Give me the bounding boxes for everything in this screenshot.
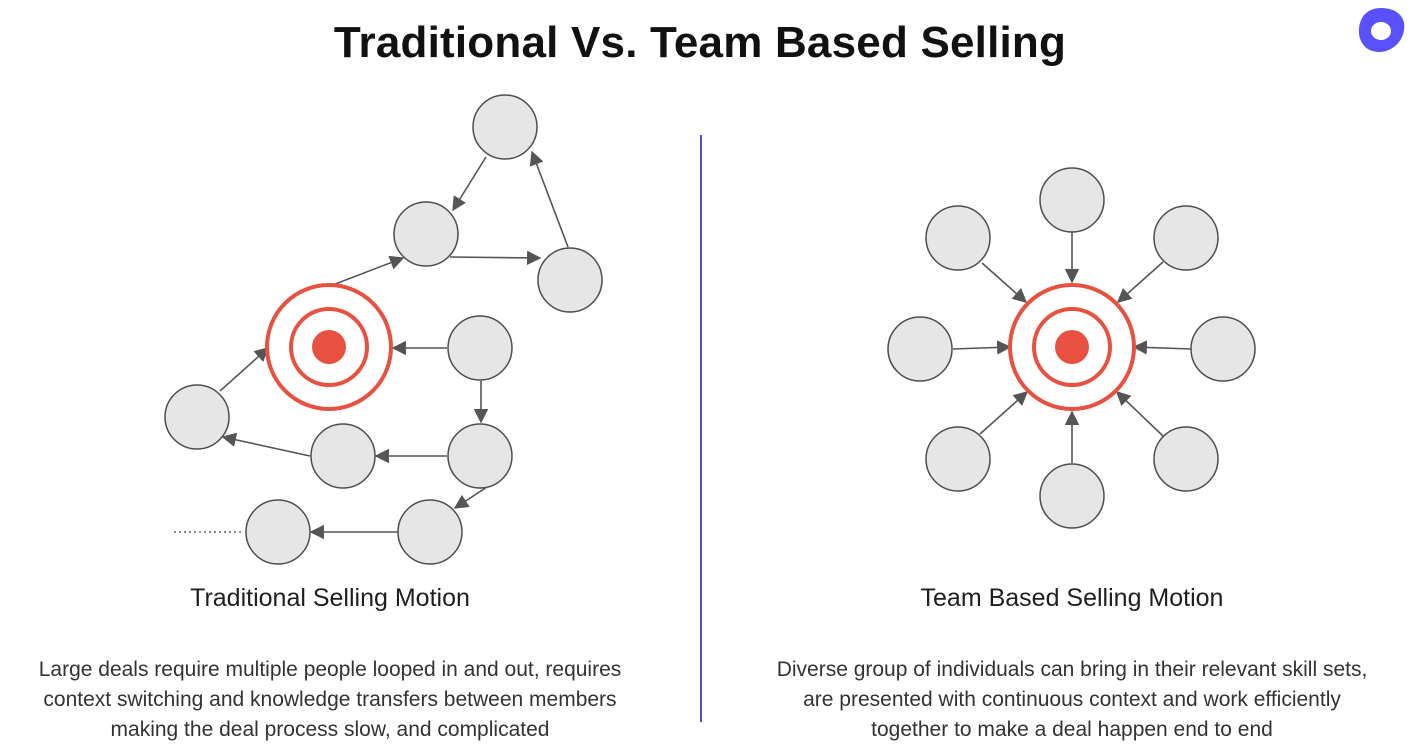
arrow: [1116, 261, 1164, 303]
person-node: [537, 247, 603, 313]
person-node: [1039, 167, 1105, 233]
person-node: [397, 499, 463, 565]
arrow: [981, 262, 1028, 303]
traditional-subtitle: Traditional Selling Motion: [190, 584, 470, 612]
person-node: [393, 201, 459, 267]
team-based-diagram: [887, 167, 1256, 529]
arrow: [219, 347, 270, 392]
description-line: context switching and knowledge transfer…: [43, 688, 617, 711]
description-line: Diverse group of individuals can bring i…: [776, 658, 1368, 681]
arrow: [452, 156, 487, 212]
person-node: [310, 423, 376, 489]
traditional-description: Large deals require multiple people loop…: [0, 655, 660, 745]
description-line: are presented with continuous context an…: [803, 688, 1341, 711]
arrow: [979, 391, 1029, 435]
person-node: [1190, 316, 1256, 382]
arrow: [952, 340, 1012, 355]
person-node: [472, 94, 538, 160]
description-line: Large deals require multiple people loop…: [38, 658, 622, 681]
team-based-description: Diverse group of individuals can bring i…: [732, 655, 1410, 745]
arrow: [1132, 340, 1192, 355]
traditional-diagram: [164, 94, 603, 565]
person-node: [1039, 463, 1105, 529]
person-node: [447, 423, 513, 489]
arrow: [453, 486, 488, 509]
person-node: [925, 205, 991, 271]
target-bullseye: [1055, 330, 1089, 364]
description-line: making the deal process slow, and compli…: [110, 718, 550, 741]
arrow: [529, 150, 569, 248]
person-node: [925, 426, 991, 492]
team-based-subtitle: Team Based Selling Motion: [920, 584, 1224, 612]
person-node: [1153, 205, 1219, 271]
target-bullseye: [312, 330, 346, 364]
person-node: [887, 316, 953, 382]
description-line: together to make a deal happen end to en…: [871, 718, 1273, 741]
outreach-logo-icon: [1358, 8, 1405, 52]
person-node: [1153, 426, 1219, 492]
person-node: [447, 315, 513, 381]
person-node: [245, 499, 311, 565]
arrow: [449, 250, 542, 266]
arrow: [1115, 391, 1164, 437]
page-title: Traditional Vs. Team Based Selling: [333, 18, 1067, 67]
arrow: [221, 432, 311, 457]
person-node: [164, 384, 230, 450]
arrow: [329, 255, 405, 287]
